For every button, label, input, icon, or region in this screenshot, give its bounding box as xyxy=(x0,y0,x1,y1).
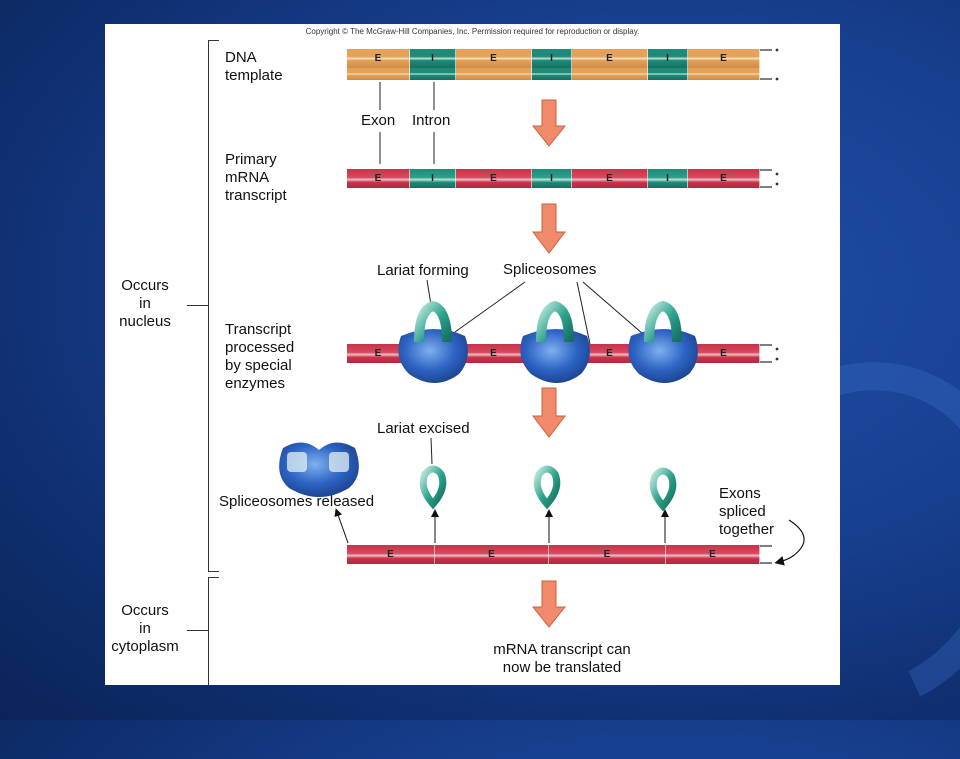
intron-label: Intron xyxy=(412,112,451,129)
arrow-down-3 xyxy=(531,387,567,438)
cytoplasm-bracket xyxy=(208,577,219,685)
dna-intron-segment: I xyxy=(410,49,456,68)
dna-template-strand-top: E I E I E I E xyxy=(347,49,760,68)
diagram-panel: Copyright © The McGraw-Hill Companies, I… xyxy=(105,24,840,685)
rna-exon-segment: E xyxy=(347,169,410,188)
processed-line-1: Transcript xyxy=(225,321,292,338)
primary-label-line-3: transcript xyxy=(225,187,287,204)
lariat-excised-label: Lariat excised xyxy=(377,420,470,437)
dna-intron-segment: I xyxy=(532,49,572,68)
exons-spliced-label: Exons spliced together xyxy=(719,485,774,539)
rna-exon-segment: E xyxy=(688,344,760,363)
diagram-overlay xyxy=(279,48,805,628)
rna-intron-segment: I xyxy=(648,169,688,188)
rna-exon-segment: E xyxy=(572,169,648,188)
spliceosomes-label: Spliceosomes xyxy=(503,261,597,278)
exon-label: Exon xyxy=(361,112,396,129)
lariat-icon xyxy=(414,300,452,343)
translated-line-2: now be translated xyxy=(502,659,622,676)
nucleus-bracket-tick xyxy=(187,305,208,306)
rna-exon-segment: E xyxy=(347,545,435,564)
dna-template-strand-bottom xyxy=(347,68,760,80)
process-arrows xyxy=(531,99,567,628)
arrow-down-1 xyxy=(531,99,567,147)
spliceosome-complex xyxy=(628,300,698,383)
exons-line-2: spliced xyxy=(719,503,766,520)
processed-label: Transcript processed by special enzymes xyxy=(225,321,294,393)
dna-label-line-2: template xyxy=(225,67,283,84)
lariat-icon xyxy=(649,467,677,512)
rna-exon-segment: E xyxy=(688,169,760,188)
processed-line-2: processed xyxy=(225,339,295,356)
nucleus-line-3: nucleus xyxy=(119,313,171,330)
cytoplasm-line-1: Occurs xyxy=(121,602,169,619)
dna-exon-segment: E xyxy=(456,49,532,68)
nucleus-line-1: Occurs xyxy=(121,277,169,294)
rna-exon-segment: E xyxy=(549,545,666,564)
translated-label: mRNA transcript can now be translated xyxy=(462,641,662,677)
released-spliceosome xyxy=(279,442,359,497)
spliceosomes-released-label: Spliceosomes released xyxy=(219,493,375,510)
nucleus-label: Occurs in nucleus xyxy=(117,277,173,331)
excised-lariats xyxy=(419,465,677,512)
lariat-icon xyxy=(533,465,561,510)
nucleus-bracket xyxy=(208,40,219,572)
dna-exon-segment: E xyxy=(572,49,648,68)
processed-line-4: enzymes xyxy=(225,375,286,392)
dna-label-line-1: DNA xyxy=(225,49,257,66)
cytoplasm-line-2: in xyxy=(139,620,151,637)
arrow-down-2 xyxy=(531,203,567,254)
exons-line-3: together xyxy=(719,521,775,538)
splice-curved-arrow xyxy=(774,519,805,566)
rna-exon-segment: E xyxy=(666,545,760,564)
lariat-icon xyxy=(644,300,682,343)
dna-exon-segment: E xyxy=(688,49,760,68)
dna-template-label: DNA template xyxy=(225,49,283,85)
primary-transcript-label: Primary mRNA transcript xyxy=(225,151,287,205)
copyright-notice: Copyright © The McGraw-Hill Companies, I… xyxy=(305,27,640,36)
arrow-down-4 xyxy=(531,580,567,628)
primary-label-line-2: mRNA xyxy=(225,169,270,186)
cytoplasm-line-3: cytoplasm xyxy=(111,638,179,655)
rna-exon-segment: E xyxy=(435,545,549,564)
spliceosome-complex xyxy=(520,300,590,383)
primary-label-line-1: Primary xyxy=(225,151,277,168)
lariat-icon xyxy=(536,300,574,343)
translated-line-1: mRNA transcript can xyxy=(493,641,631,658)
rna-intron-segment: I xyxy=(410,169,456,188)
rna-intron-segment: I xyxy=(532,169,572,188)
dna-exon-segment: E xyxy=(347,49,410,68)
rna-exon-segment: E xyxy=(456,169,532,188)
exons-line-1: Exons xyxy=(719,485,761,502)
spliceosome-pointers xyxy=(454,281,644,345)
cytoplasm-label: Occurs in cytoplasm xyxy=(107,602,183,656)
lariat-icon xyxy=(419,465,447,510)
cytoplasm-bracket-tick xyxy=(187,630,208,631)
spliceosome-complex xyxy=(398,300,468,383)
nucleus-line-2: in xyxy=(139,295,151,312)
primary-transcript-strand: E I E I E I E xyxy=(347,169,760,188)
lariat-excised-pointer xyxy=(430,437,433,465)
strand-end-ticks xyxy=(760,48,779,564)
spliced-mrna-strand: E E E E xyxy=(347,545,760,564)
release-arrows xyxy=(334,508,669,544)
lariat-forming-label: Lariat forming xyxy=(377,262,469,279)
processed-line-3: by special xyxy=(225,357,292,374)
dna-intron-segment: I xyxy=(648,49,688,68)
